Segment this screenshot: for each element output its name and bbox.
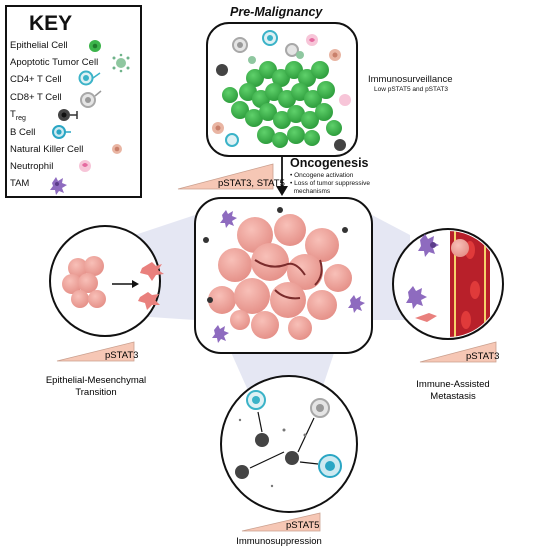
key-item-cd4: CD4+ T Cell	[10, 74, 62, 85]
key-label-treg: T	[10, 109, 16, 120]
tam-icon	[50, 177, 67, 195]
key-label-treg-sub: reg	[15, 114, 26, 122]
cd4-t-cell-icon	[78, 70, 101, 86]
key-item-treg: Treg	[10, 109, 26, 122]
key-item-nk: Natural Killer Cell	[10, 144, 83, 155]
key-label-tam: TAM	[10, 178, 30, 189]
nk-cell-icon	[112, 144, 122, 154]
treg-cell-icon	[58, 109, 78, 121]
metastasis-caption-line1: Immune-Assisted	[416, 379, 489, 390]
key-label-nk: Natural Killer Cell	[10, 144, 84, 155]
emt-wedge	[56, 341, 135, 362]
immunosurveillance-sub: Low pSTAT5 and pSTAT3	[374, 86, 448, 93]
mesenchymal-cells	[138, 262, 164, 310]
key-item-neutrophil: Neutrophil	[10, 161, 53, 172]
epithelial-cluster	[222, 61, 342, 148]
blood-vessel	[450, 231, 490, 337]
key-label-neutrophil: Neutrophil	[10, 161, 54, 172]
immunosuppression-circle	[220, 375, 358, 513]
key-item-bcell: B Cell	[10, 127, 35, 138]
apoptotic-tumor-cell-icon	[112, 53, 130, 73]
key-item-tam: TAM	[10, 178, 29, 189]
oncogenesis-bullet-2: • Loss of tumor suppressive	[290, 180, 370, 187]
immunosuppression-wedge	[241, 512, 321, 532]
immunosuppression-caption: Immunosuppression	[236, 536, 322, 547]
cd8-t-cell-icon	[80, 90, 102, 108]
metastasis-wedge-label: pSTAT3	[466, 351, 499, 362]
metastasis-caption-line2: Metastasis	[430, 391, 476, 402]
key-label-cd4: CD4+ T Cell	[10, 74, 62, 85]
oncogenesis-bullets: • Oncogene activation • Loss of tumor su…	[290, 172, 370, 196]
emt-caption-line1: Epithelial-Mesenchymal	[46, 375, 146, 386]
immunosurveillance-title: Immunosurveillance	[368, 74, 453, 85]
key-label-bcell: B Cell	[10, 127, 36, 138]
emt-cluster	[62, 256, 106, 308]
emt-wedge-label: pSTAT3	[105, 350, 138, 361]
key-item-apoptotic: Apoptotic Tumor Cell	[10, 57, 98, 68]
metastasis-wedge	[419, 341, 497, 363]
oncogenesis-title: Oncogenesis	[290, 156, 369, 170]
pre-malignancy-immune-cells	[212, 30, 351, 151]
neutrophil-icon	[79, 160, 91, 172]
oncogenesis-arrowhead	[276, 186, 288, 196]
emt-circle	[49, 225, 161, 337]
oncogenesis-wedge-label: pSTAT3, STAT5	[218, 178, 285, 189]
immunosuppression-wedge-label: pSTAT5	[286, 520, 319, 531]
key-item-cd8: CD8+ T Cell	[10, 92, 62, 103]
key-label-cd8: CD8+ T Cell	[10, 92, 62, 103]
immunosuppression-cells	[235, 390, 342, 488]
emt-arrowhead	[132, 280, 139, 288]
pre-malignancy-title: Pre-Malignancy	[230, 5, 323, 19]
emt-caption-line2: Transition	[75, 387, 116, 398]
epithelial-cell-icon	[89, 40, 101, 52]
oncogenesis-bullet-1: • Oncogene activation	[290, 172, 354, 179]
key-panel: KEY	[5, 5, 142, 198]
key-title: KEY	[29, 12, 73, 35]
oncogenesis-wedge	[177, 163, 274, 190]
metastasis-cells	[406, 234, 469, 322]
key-item-epithelial: Epithelial Cell	[10, 40, 68, 51]
tumor-immune-cells	[203, 207, 365, 343]
oncogenesis-bullet-3: mechanisms	[293, 188, 331, 195]
key-label-apoptotic: Apoptotic Tumor Cell	[10, 57, 99, 68]
tumor-mass	[208, 214, 352, 340]
b-cell-icon	[52, 125, 71, 139]
key-label-epithelial: Epithelial Cell	[10, 40, 68, 51]
